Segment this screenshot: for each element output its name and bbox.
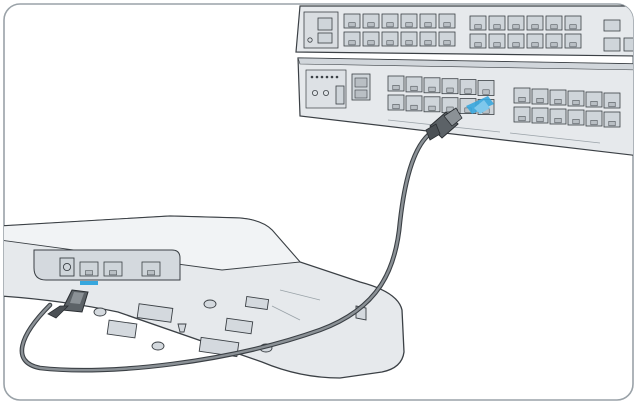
rj45-port bbox=[469, 15, 487, 31]
underside-details bbox=[93, 296, 367, 358]
rj45-port bbox=[513, 106, 531, 123]
rj45-port bbox=[441, 78, 459, 95]
rj45-port bbox=[423, 77, 441, 94]
rj45-port bbox=[423, 96, 441, 113]
rj45-port bbox=[459, 79, 477, 95]
rj45-port bbox=[549, 89, 567, 106]
rj45-port bbox=[488, 33, 506, 49]
rj45-port bbox=[531, 107, 549, 124]
rj45-port bbox=[564, 33, 582, 49]
rj45-port bbox=[585, 110, 603, 127]
rj45-port bbox=[545, 33, 563, 49]
sfp-slot-2 bbox=[623, 37, 633, 52]
upper-port-group-2 bbox=[469, 15, 582, 49]
rj45-port bbox=[567, 90, 585, 107]
rj45-port bbox=[469, 33, 487, 49]
rj45-port bbox=[603, 92, 621, 109]
status-led bbox=[330, 75, 334, 79]
rj45-port bbox=[531, 88, 549, 105]
connection-highlight-device bbox=[80, 281, 98, 285]
rj45-plug-switch-end bbox=[425, 107, 463, 141]
rj45-port bbox=[381, 31, 399, 47]
status-led bbox=[315, 75, 319, 79]
rj45-port bbox=[400, 31, 418, 47]
status-led bbox=[310, 75, 314, 79]
rj45-port bbox=[507, 33, 525, 49]
rj45-port bbox=[438, 13, 456, 29]
lower-port-group-2 bbox=[513, 87, 621, 128]
rj45-port bbox=[585, 91, 603, 108]
device-ethernet-port-3 bbox=[141, 261, 161, 277]
rj45-port bbox=[549, 108, 567, 125]
device-ethernet-port-1 bbox=[79, 261, 99, 277]
rj45-port bbox=[362, 31, 380, 47]
rj45-port bbox=[419, 13, 437, 29]
upper-port-group-1 bbox=[343, 13, 456, 47]
rj45-port bbox=[405, 95, 423, 112]
connection-highlight-switch bbox=[466, 96, 494, 114]
rj45-port bbox=[387, 75, 405, 92]
rj45-port bbox=[405, 76, 423, 93]
rj45-port bbox=[419, 31, 437, 47]
rj45-port bbox=[603, 111, 621, 128]
rj45-port bbox=[400, 13, 418, 29]
power-jack bbox=[59, 257, 75, 277]
rj45-port bbox=[387, 94, 405, 111]
rj45-port bbox=[513, 87, 531, 104]
rj45-port bbox=[526, 33, 544, 49]
upper-switch-unit bbox=[295, 5, 633, 57]
ethernet-cable bbox=[19, 129, 435, 373]
rj45-port bbox=[477, 80, 495, 96]
rj45-port bbox=[343, 31, 361, 47]
rj45-plug-device-end bbox=[47, 289, 89, 319]
status-led bbox=[325, 75, 329, 79]
rj45-port bbox=[438, 31, 456, 47]
rj45-port bbox=[545, 15, 563, 31]
status-led bbox=[335, 75, 339, 79]
rj45-port bbox=[362, 13, 380, 29]
rj45-port bbox=[526, 15, 544, 31]
device-ethernet-port-2 bbox=[103, 261, 123, 277]
rj45-port bbox=[488, 15, 506, 31]
rj45-port bbox=[507, 15, 525, 31]
rj45-port bbox=[381, 13, 399, 29]
rj45-port bbox=[343, 13, 361, 29]
status-led bbox=[320, 75, 324, 79]
sfp-slot-1 bbox=[603, 37, 621, 52]
rj45-port bbox=[567, 109, 585, 126]
rj45-port bbox=[564, 15, 582, 31]
